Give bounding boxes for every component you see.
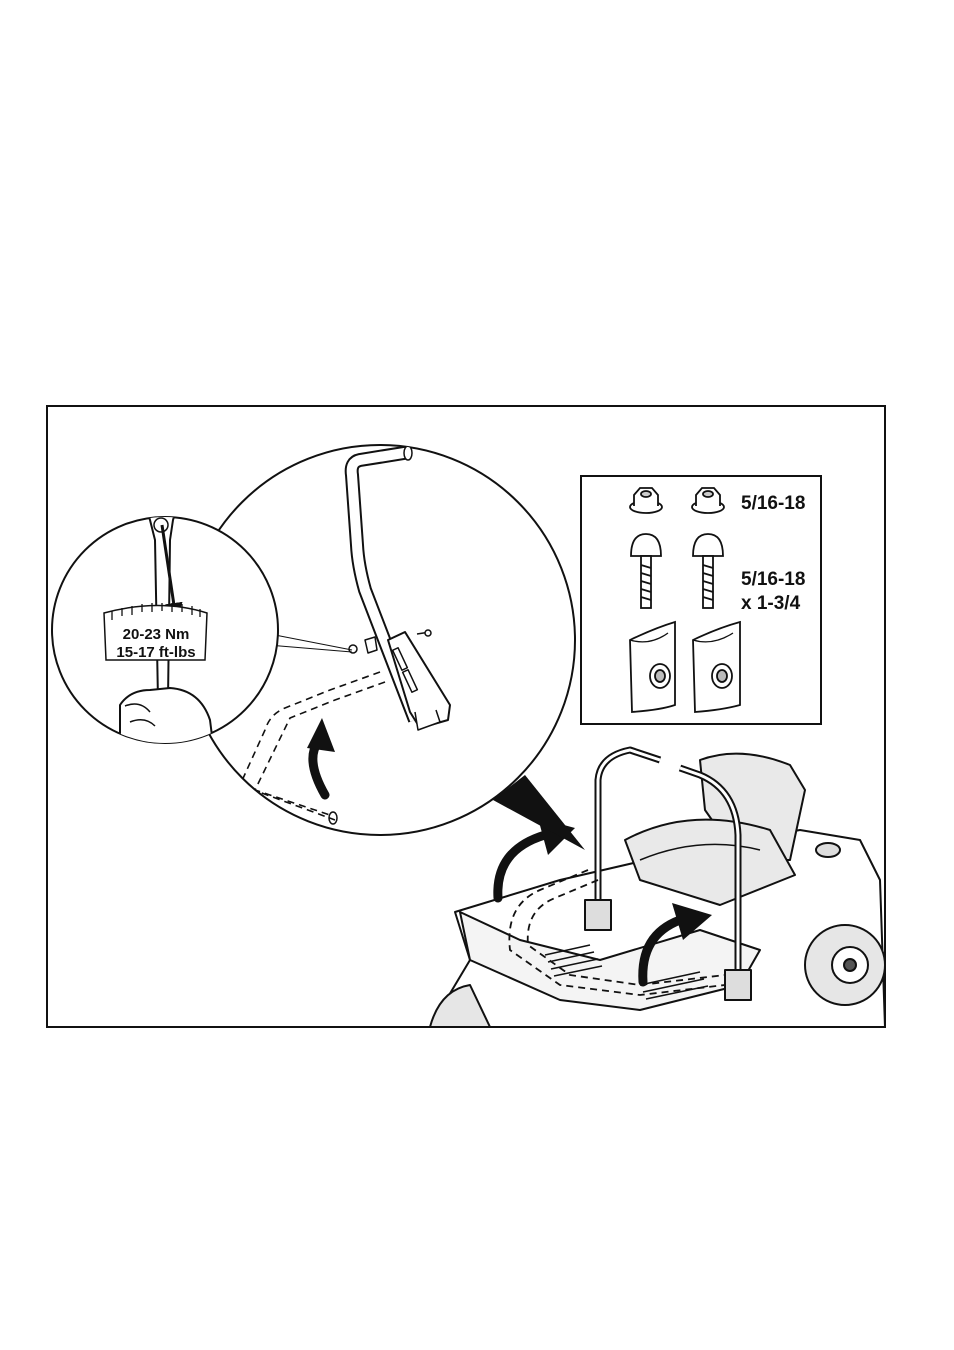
hardware-box: 5/16-18 5/16-18 x 1-3/4: [581, 476, 821, 724]
torque-value-metric: 20-23 Nm: [123, 626, 190, 643]
bolt-size-label: 5/16-18: [741, 569, 805, 590]
torque-value-imperial: 15-17 ft-lbs: [116, 644, 195, 661]
bolt-length-label: x 1-3/4: [741, 593, 801, 614]
nut-size-label: 5/16-18: [741, 493, 805, 514]
